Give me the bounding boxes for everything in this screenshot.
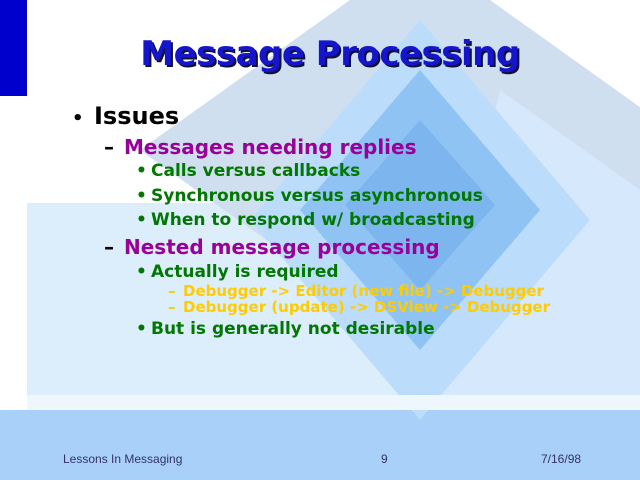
item-text: Actually is required: [151, 262, 339, 282]
example-line-2: –Debugger (update) -> DSView -> Debugger: [168, 300, 550, 315]
example-text: Debugger (update) -> DSView -> Debugger: [183, 298, 550, 316]
item-sync: •Synchronous versus asynchronous: [136, 186, 483, 206]
bullet-marker: •: [136, 210, 147, 230]
sub-bullet-text: Nested message processing: [124, 235, 440, 259]
bullet-marker: •: [136, 262, 147, 282]
footer-date: 7/16/98: [541, 452, 582, 466]
footer-title: Lessons In Messaging: [63, 452, 183, 466]
sub-bullet-replies: –Messages needing replies: [104, 135, 417, 159]
item-required: •Actually is required: [136, 262, 339, 282]
example-text: Debugger -> Editor (new file) -> Debugge…: [183, 282, 544, 300]
dash-marker: –: [104, 235, 114, 259]
bullet-marker: •: [136, 161, 147, 181]
item-text: But is generally not desirable: [151, 319, 435, 339]
dash-marker: –: [168, 282, 176, 300]
item-not-desirable: •But is generally not desirable: [136, 319, 435, 339]
sub-bullet-nested: –Nested message processing: [104, 235, 440, 259]
item-text: Calls versus callbacks: [151, 161, 361, 181]
bullet-marker: •: [72, 108, 84, 129]
bullet-text: Issues: [94, 102, 180, 130]
item-calls: •Calls versus callbacks: [136, 161, 360, 181]
item-text: Synchronous versus asynchronous: [151, 186, 483, 206]
dash-marker: –: [168, 298, 176, 316]
item-text: When to respond w/ broadcasting: [151, 210, 475, 230]
item-broadcast: •When to respond w/ broadcasting: [136, 210, 475, 230]
sub-bullet-text: Messages needing replies: [124, 135, 417, 159]
accent-bar: [0, 0, 27, 96]
bullet-issues: • Issues: [72, 102, 179, 130]
slide-number: 9: [381, 452, 388, 466]
slide-title: Message Processing: [140, 34, 520, 74]
dash-marker: –: [104, 135, 114, 159]
bullet-marker: •: [136, 319, 147, 339]
example-line-1: –Debugger -> Editor (new file) -> Debugg…: [168, 284, 544, 299]
bullet-marker: •: [136, 186, 147, 206]
